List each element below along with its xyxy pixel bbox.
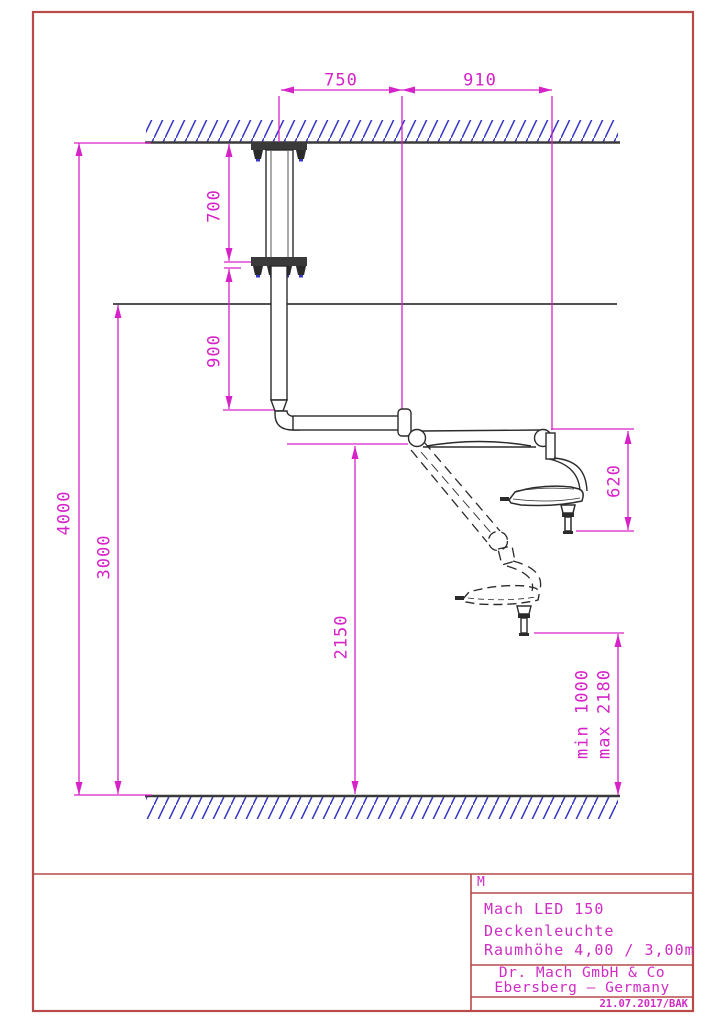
company-name: Dr. Mach GmbH & Co [498, 965, 666, 981]
extension-arm [274, 408, 412, 437]
dim-620-label: 620 [604, 464, 625, 498]
spring-arm [407, 428, 588, 492]
product-type: Deckenleuchte [484, 922, 615, 940]
scale-label: M [477, 875, 485, 890]
spring-arm-lowered [410, 441, 542, 592]
dim-900-label: 900 [204, 334, 225, 368]
dim-max-label: max 2180 [594, 669, 615, 759]
dim-750-label: 750 [324, 70, 358, 91]
floor-hatch [146, 797, 618, 819]
dim-4000-label: 4000 [54, 490, 75, 536]
mounting-column [251, 142, 307, 412]
dimension-lines [74, 89, 634, 796]
ceiling-hatch [146, 120, 618, 142]
room-height-note: Raumhöhe 4,00 / 3,00m [484, 941, 695, 959]
lamp-head-upper [500, 485, 584, 534]
dim-3000-label: 3000 [94, 534, 115, 580]
dim-910-label: 910 [463, 70, 497, 91]
lamp-head-lower [455, 584, 540, 636]
page-frame [31, 10, 695, 1013]
room-lines [113, 141, 620, 798]
title-block-lines [33, 873, 693, 1011]
date-reference: 21.07.2017/BAK [599, 998, 688, 1010]
company-location: Ebersberg — Germany [494, 980, 670, 996]
dimension-arrows [75, 86, 632, 795]
dim-2150-label: 2150 [331, 614, 352, 660]
product-name: Mach LED 150 [484, 900, 605, 918]
dim-min-label: min 1000 [572, 669, 593, 759]
dim-700-label: 700 [204, 189, 225, 223]
